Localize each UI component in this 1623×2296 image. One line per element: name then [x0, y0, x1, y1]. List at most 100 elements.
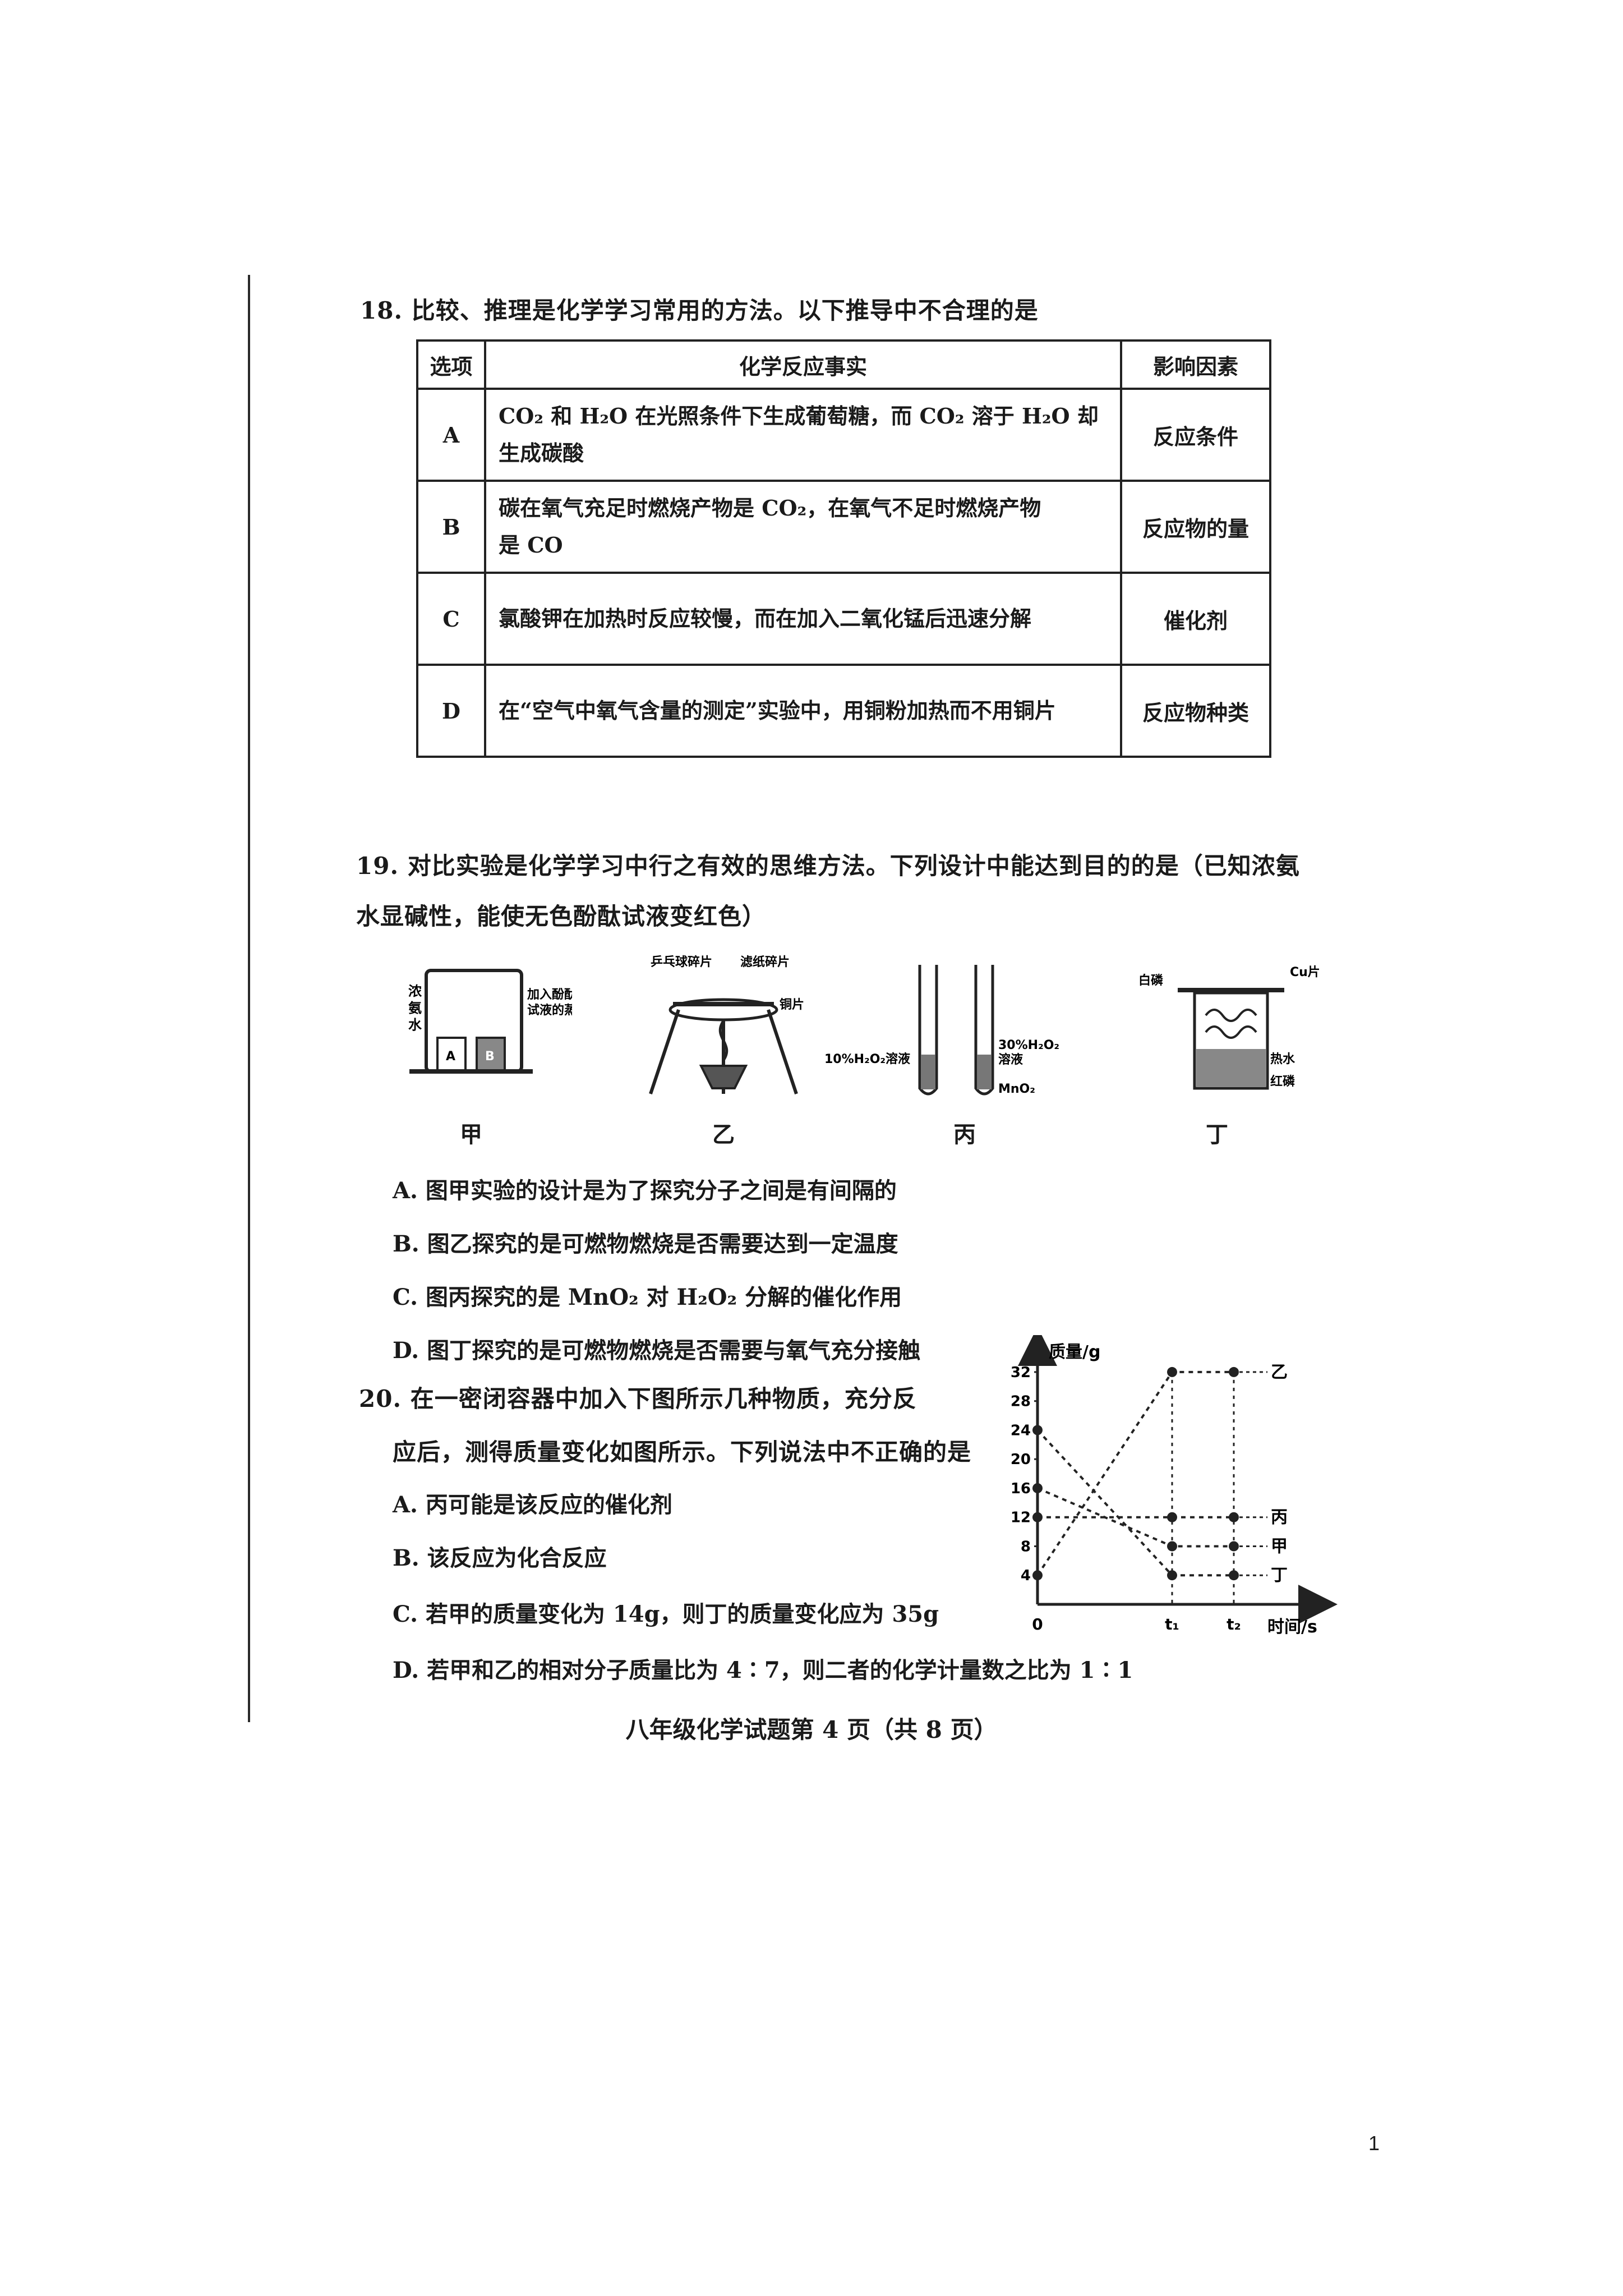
solution-left	[921, 1055, 935, 1089]
tripod-leg	[649, 1009, 680, 1094]
label-copper: 铜片	[780, 997, 804, 1012]
beaker-a	[436, 1037, 467, 1071]
test-tube-left	[918, 965, 938, 1096]
q20-option-c: C. 若甲的质量变化为 14g，则丁的质量变化应为 35g	[393, 1601, 939, 1627]
figure-jia: A B 浓 氨 水 加入酚酞 试液的蒸馏水	[408, 969, 572, 1074]
beaker-b-label: B	[485, 1050, 495, 1064]
label-mno2: MnO₂	[998, 1082, 1035, 1096]
fact-line: 氯酸钾在加热时反应较慢，而在加入二氧化锰后迅速分解	[499, 606, 1032, 631]
data-point	[1167, 1512, 1177, 1522]
q18-table: 选项 化学反应事实 影响因素 A CO₂ 和 H₂O 在光照条件下生成葡萄糖，而…	[416, 339, 1271, 758]
label-left-3: 水	[408, 1017, 422, 1033]
row-factor: 反应物的量	[1120, 480, 1271, 574]
row-option: D	[416, 664, 486, 758]
data-point	[1229, 1570, 1239, 1581]
x-tick-label: t₁	[1165, 1615, 1179, 1634]
q20-option-d: D. 若甲和乙的相对分子质量比为 4∶7，则二者的化学计量数之比为 1∶1	[393, 1657, 1133, 1683]
table-row: D 在“空气中氧气含量的测定”实验中，用铜粉加热而不用铜片 反应物种类	[416, 664, 1271, 758]
y-tick-label: 20	[1011, 1451, 1031, 1468]
data-point	[1032, 1512, 1043, 1522]
row-option: B	[416, 480, 486, 574]
x-tick-label: t₂	[1227, 1615, 1241, 1634]
data-point	[1229, 1366, 1239, 1377]
fact-line: 碳在氧气充足时燃烧产物是 CO₂，在氧气不足时燃烧产物	[499, 495, 1041, 521]
beaker-a-label: A	[446, 1050, 455, 1064]
margin-line	[248, 275, 250, 1722]
data-point	[1167, 1541, 1177, 1552]
label-left-2: 氨	[408, 1000, 422, 1016]
series-label: 丙	[1271, 1508, 1288, 1527]
solution-right	[977, 1055, 992, 1089]
y-tick-label: 16	[1011, 1480, 1031, 1497]
row-factor: 反应物种类	[1120, 664, 1271, 758]
label-white-p: 白磷	[1138, 973, 1163, 988]
y-tick-label: 12	[1011, 1510, 1031, 1526]
y-tick-label: 32	[1011, 1364, 1031, 1381]
y-axis-label: 质量/g	[1049, 1342, 1100, 1362]
alcohol-lamp	[699, 1065, 748, 1089]
steam-icon	[1205, 1009, 1257, 1022]
steam-icon	[1205, 1025, 1257, 1039]
q19-title-line2: 水显碱性，能使无色酚酞试液变红色）	[356, 903, 767, 930]
row-factor: 反应条件	[1120, 388, 1271, 482]
test-tube-right	[974, 965, 994, 1096]
label-solution: 溶液	[998, 1052, 1023, 1067]
data-point	[1032, 1483, 1043, 1493]
y-tick-label: 8	[1021, 1538, 1031, 1555]
header-factor: 影响因素	[1120, 339, 1271, 390]
data-point	[1032, 1425, 1043, 1435]
q18-title: 18. 比较、推理是化学学习常用的方法。以下推导中不合理的是	[360, 297, 1039, 324]
figure-yi: 乒乓球碎片 滤纸碎片 铜片	[649, 955, 804, 1094]
row-option: A	[416, 388, 486, 482]
q20-option-a: A. 丙可能是该反应的催化剂	[393, 1492, 672, 1518]
q19-option-c: C. 图丙探究的是 MnO₂ 对 H₂O₂ 分解的催化作用	[393, 1284, 902, 1310]
series-label: 乙	[1271, 1363, 1288, 1382]
q19-title-line1: 19. 对比实验是化学学习中行之有效的思维方法。下列设计中能达到目的的是（已知浓…	[356, 852, 1300, 880]
flame-icon	[718, 1020, 728, 1061]
label-30-h2o2: 30%H₂O₂	[998, 1038, 1059, 1052]
x-tick-label: 0	[1032, 1615, 1043, 1634]
data-point	[1032, 1570, 1043, 1581]
label-right-1: 加入酚酞	[527, 988, 572, 1002]
q20-title-line2: 应后，测得质量变化如图所示。下列说法中不正确的是	[393, 1438, 972, 1466]
x-axis-label: 时间/s	[1267, 1617, 1317, 1637]
tripod-leg	[767, 1009, 798, 1094]
q19-option-d: D. 图丁探究的是可燃物燃烧是否需要与氧气充分接触	[393, 1337, 921, 1364]
caption-bing: 丙	[953, 1121, 976, 1148]
series-label: 丁	[1271, 1566, 1288, 1585]
row-fact: 氯酸钾在加热时反应较慢，而在加入二氧化锰后迅速分解	[484, 572, 1122, 666]
row-fact: CO₂ 和 H₂O 在光照条件下生成葡萄糖，而 CO₂ 溶于 H₂O 却生成碳酸	[484, 388, 1122, 482]
page-number: 1	[1368, 2132, 1380, 2155]
label-pingpong: 乒乓球碎片	[651, 955, 712, 969]
row-factor: 催化剂	[1120, 572, 1271, 666]
beaker	[1193, 991, 1269, 1090]
data-point	[1229, 1512, 1239, 1522]
header-option: 选项	[416, 339, 486, 390]
series-line	[1036, 1370, 1234, 1576]
data-point	[1167, 1366, 1177, 1377]
q20-option-b: B. 该反应为化合反应	[393, 1545, 607, 1571]
table-header-row: 选项 化学反应事实 影响因素	[416, 339, 1271, 390]
table-row: C 氯酸钾在加热时反应较慢，而在加入二氧化锰后迅速分解 催化剂	[416, 572, 1271, 666]
q19-option-b: B. 图乙探究的是可燃物燃烧是否需要达到一定温度	[393, 1231, 898, 1257]
row-fact: 碳在氧气充足时燃烧产物是 CO₂，在氧气不足时燃烧产物是 CO	[484, 480, 1122, 574]
data-point	[1229, 1541, 1239, 1552]
fact-line: 生成碳酸	[499, 440, 584, 466]
beaker-b	[476, 1037, 506, 1071]
caption-jia: 甲	[460, 1121, 482, 1148]
caption-ding: 丁	[1206, 1121, 1228, 1148]
label-right-2: 试液的蒸馏水	[527, 1003, 572, 1018]
series-line	[1036, 1429, 1234, 1577]
q19-option-a: A. 图甲实验的设计是为了探究分子之间是有间隔的	[393, 1177, 897, 1204]
fact-line: 在“空气中氧气含量的测定”实验中，用铜粉加热而不用铜片	[499, 698, 1056, 723]
label-hot-water: 热水	[1270, 1052, 1295, 1066]
caption-yi: 乙	[712, 1121, 735, 1148]
table-row: B 碳在氧气充足时燃烧产物是 CO₂，在氧气不足时燃烧产物是 CO 反应物的量	[416, 480, 1271, 574]
label-10-h2o2: 10%H₂O₂溶液	[824, 1052, 910, 1066]
row-fact: 在“空气中氧气含量的测定”实验中，用铜粉加热而不用铜片	[484, 664, 1122, 758]
label-red-p: 红磷	[1270, 1074, 1295, 1089]
header-fact: 化学反应事实	[484, 339, 1122, 390]
data-point	[1167, 1570, 1177, 1581]
figure-ding: 白磷 Cu片 热水 红磷	[1138, 965, 1320, 1090]
